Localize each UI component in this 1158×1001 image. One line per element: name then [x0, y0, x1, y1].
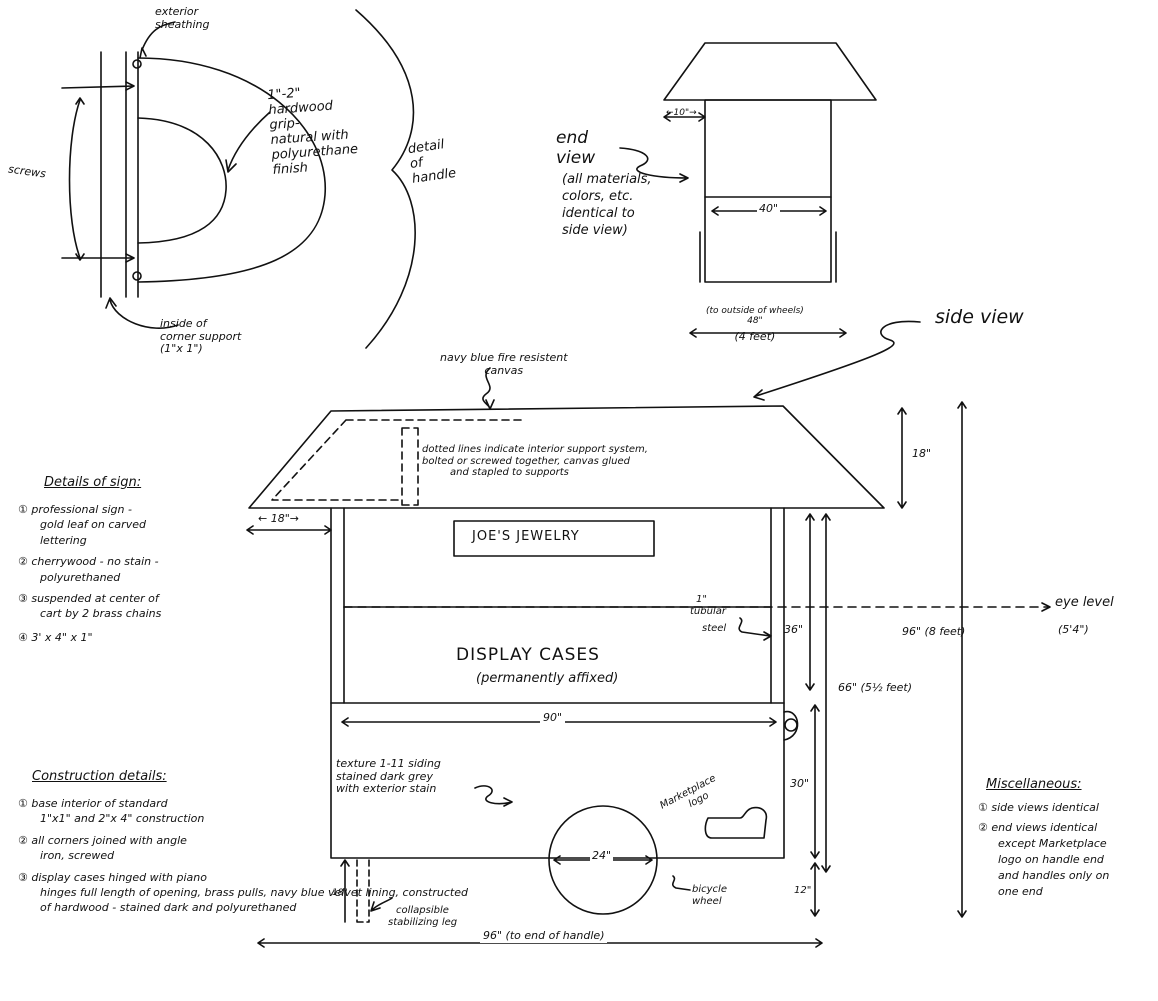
end-view-body [704, 99, 832, 283]
overall-length-label: 96" (to end of handle) [480, 929, 608, 943]
dim-36-label: 36" [784, 623, 804, 636]
sign-details-heading: Details of sign: [44, 475, 142, 490]
handle-side [783, 710, 799, 741]
roof [248, 405, 885, 509]
grip-pointer [225, 111, 271, 173]
display-cases-label: DISPLAY CASES [456, 645, 600, 665]
sign-item-1: ① professional sign - gold leaf on carve… [18, 503, 146, 547]
roof-height-arrow [897, 407, 907, 509]
screw-bottom [132, 271, 142, 281]
miscellaneous-list: ① side views identical ② end views ident… [978, 800, 1109, 900]
detail-of-handle-label: detail of handle [406, 137, 458, 187]
dim-96-arrow [957, 401, 967, 918]
miscellaneous-heading: Miscellaneous: [986, 777, 1082, 792]
construction-item-2: ② all corners joined with angle iron, sc… [18, 833, 187, 863]
wheel-24-label: 24" [590, 849, 614, 863]
sign-text: JOE'S JEWELRY [472, 529, 580, 544]
roof-overhang-arrow [246, 525, 332, 535]
end-view-pointer [619, 147, 689, 183]
end-view-48-label: (to outside of wheels) 48" (4 feet) [706, 306, 804, 343]
bicycle-wheel [548, 805, 658, 915]
dim-96-label: 96" (8 feet) [902, 625, 966, 638]
side-view [246, 320, 1051, 948]
eye-level-label: eye level [1055, 595, 1114, 610]
sign-item-2: ② cherrywood - no stain - polyurethaned [18, 555, 159, 584]
dim-30-arrow [810, 704, 820, 859]
dim-30-label: 30" [790, 777, 810, 790]
overall-length-arrow [257, 938, 823, 948]
wheel-pointer [672, 875, 691, 891]
leg-18-arrow [340, 859, 350, 923]
end-view-note: (all materials, colors, etc. identical t… [562, 172, 652, 238]
sign-board [453, 520, 655, 557]
canvas-pointer [482, 367, 495, 410]
dim-66-label: 66" (5½ feet) [838, 681, 913, 694]
leg-pointer [370, 897, 393, 912]
end-view-40-label: 40" [757, 202, 781, 216]
exterior-sheathing-label: exterior sheathing [155, 5, 210, 31]
bicycle-wheel-label: bicycle wheel [692, 884, 727, 907]
tubular-steel-pointer [738, 617, 772, 641]
end-view-overhang-arrow [663, 112, 706, 122]
construction-item-3: ③ display cases hinged with piano hinges… [18, 870, 468, 915]
dim-12-arrow [810, 862, 820, 917]
misc-item-1: ① side views identical [978, 801, 1099, 814]
siding-note: texture 1-11 siding stained dark grey wi… [336, 757, 441, 796]
tubular-steel-label: 1" tubular steel [690, 594, 727, 634]
corner-support-label: inside of corner support (1"x 1") [160, 317, 242, 356]
sign-item-3: ③ suspended at center of cart by 2 brass… [18, 591, 162, 621]
end-view [619, 42, 877, 338]
screw-arrow-top [61, 81, 135, 91]
corner-support-pointer [105, 297, 179, 329]
roof-interior-supports [271, 419, 523, 506]
dotted-lines-note: dotted lines indicate interior support s… [422, 444, 648, 478]
stabilizing-leg-label: collapsible stabilizing leg [388, 905, 458, 928]
misc-item-2: ② end views identical except Marketplace… [978, 820, 1110, 898]
end-view-overhang-label: ←10"→ [666, 108, 697, 118]
handle-grip-outer [137, 57, 326, 283]
canvas-note: navy blue fire resistent canvas [440, 351, 568, 377]
hardwood-grip-label: 1"-2" hardwood grip- natural with polyur… [266, 85, 359, 178]
sign-details-list: ① professional sign - gold leaf on carve… [18, 502, 161, 645]
screw-arrow-bottom [61, 253, 135, 263]
construction-item-1: ① base interior of standard 1"x1" and 2"… [18, 797, 205, 826]
construction-heading: Construction details: [32, 769, 167, 784]
leg-18-label: 18" [332, 888, 348, 898]
roof-height-label: 18" [912, 447, 932, 460]
construction-list: ① base interior of standard 1"x1" and 2"… [18, 796, 468, 916]
handle-detail [61, 9, 416, 349]
sheathing-pointer [139, 21, 176, 59]
end-view-48-arrow [689, 328, 847, 338]
dim-90-label: 90" [540, 711, 566, 725]
screws-brace [68, 97, 85, 261]
roof-overhang-label: ← 18"→ [258, 512, 299, 525]
side-view-label: side view [935, 306, 1024, 328]
side-view-pointer [753, 320, 921, 401]
end-view-label: end view [556, 128, 596, 169]
siding-pointer [474, 785, 513, 807]
eye-level-height-label: (5'4") [1058, 623, 1089, 636]
marketplace-logo-shape [704, 806, 768, 839]
eye-level-arrowhead [1041, 602, 1051, 612]
end-view-roof [663, 42, 877, 101]
dim-12-label: 12" [794, 885, 812, 896]
dim-36-arrow [805, 513, 815, 691]
detail-brace [355, 9, 416, 349]
screw-top [132, 59, 142, 69]
stabilizing-leg [356, 859, 370, 923]
handle-grip-inner [137, 117, 227, 244]
dim-66-arrow [821, 513, 831, 873]
handle-side-inner [784, 718, 798, 732]
sign-item-4: ④ 3' x 4" x 1" [18, 630, 93, 644]
permanently-affixed-label: (permanently affixed) [476, 671, 619, 686]
